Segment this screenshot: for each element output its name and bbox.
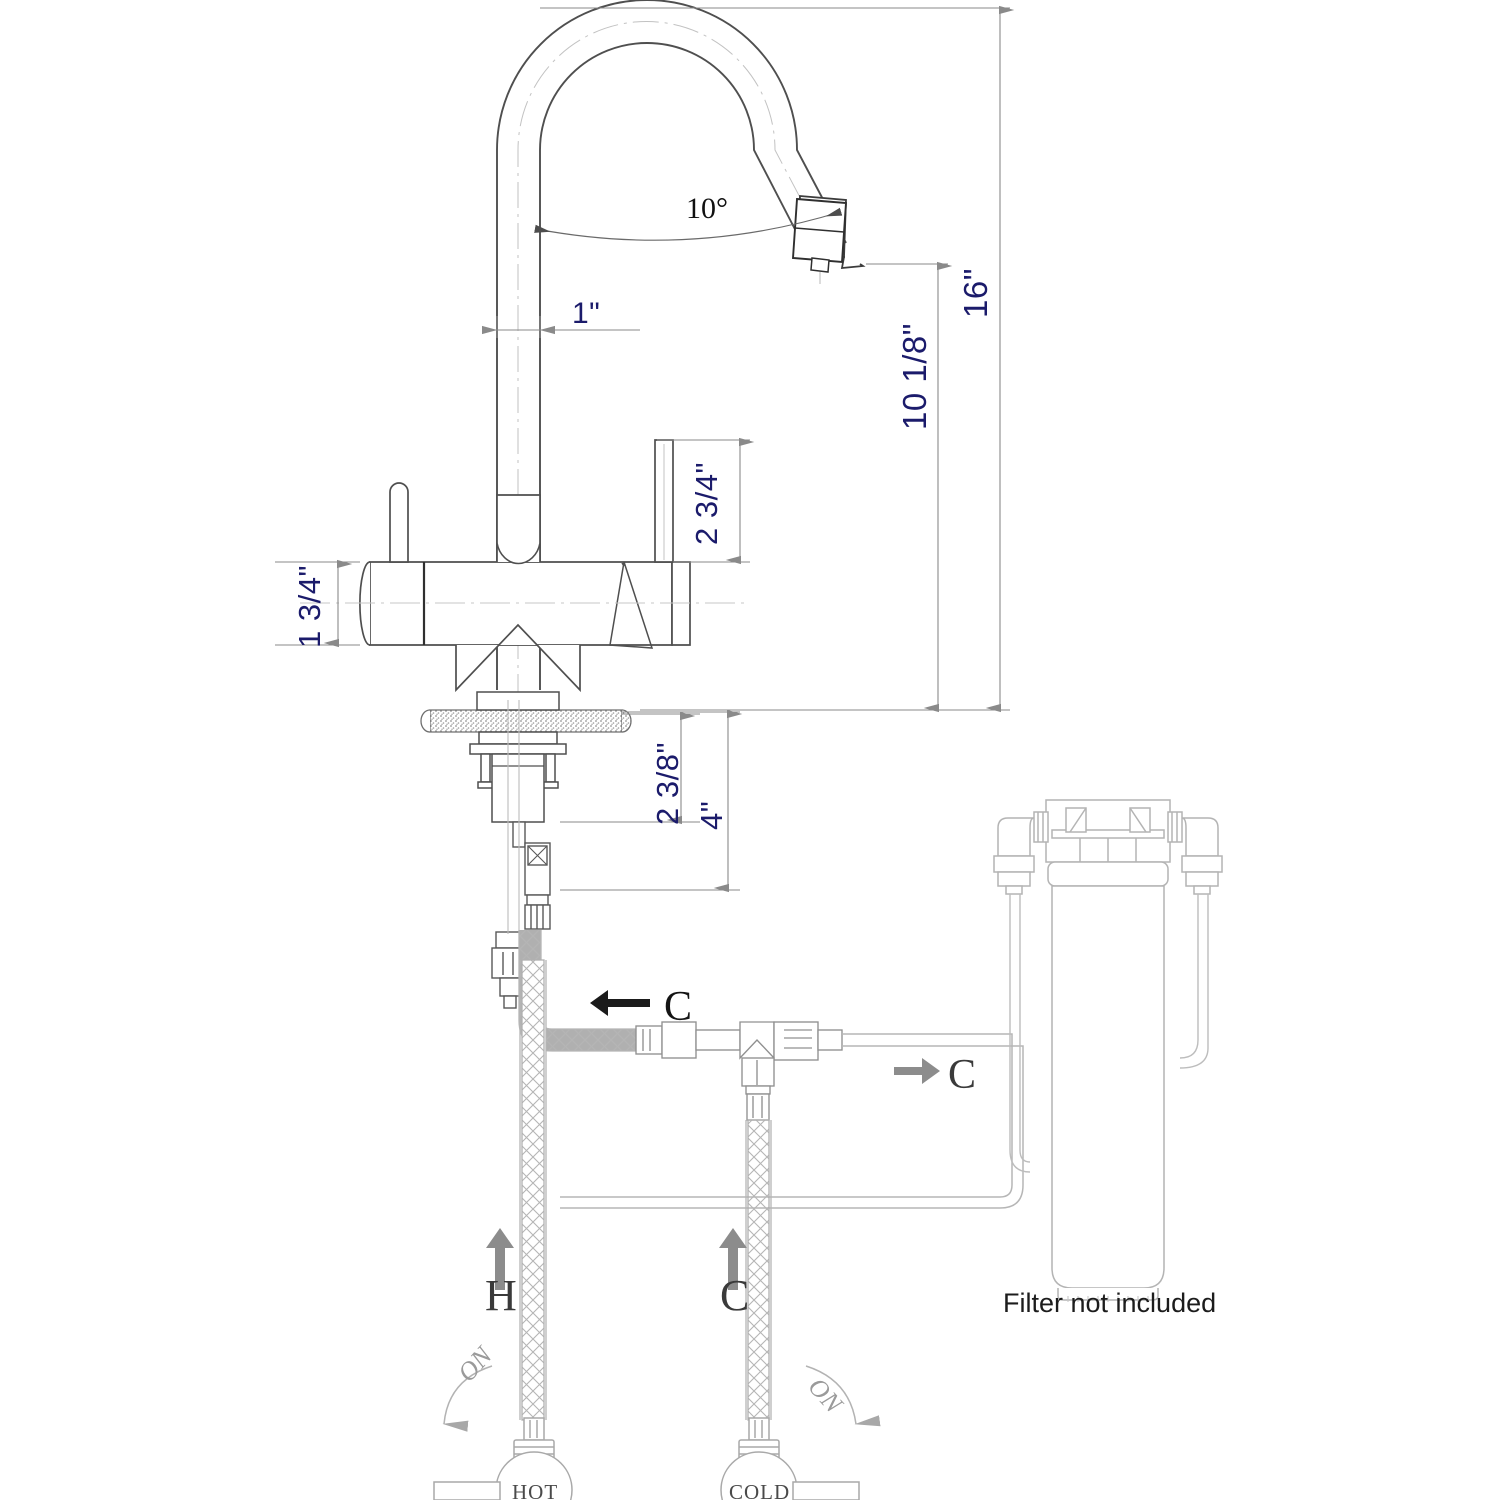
- flow-label-hot-supply: H: [485, 1271, 517, 1320]
- dim-label-spout-height: 10 1/8": [896, 323, 933, 430]
- right-lever-handle: [654, 439, 674, 563]
- dim-arc-10-degree: [534, 207, 843, 241]
- hot-angle-stop: [433, 1417, 573, 1500]
- dim-label-body-height: 1 3/4": [292, 565, 327, 648]
- hot-braided-hose: [519, 959, 547, 1421]
- dimension-lines: [275, 5, 1015, 893]
- flow-arrow-hot-up: [486, 1228, 514, 1290]
- dim-label-handle-height: 2 3/4": [689, 462, 724, 545]
- flow-label-cold-supply: C: [720, 1271, 750, 1320]
- flow-label-cold-to-filter: C: [948, 1052, 977, 1098]
- valve-label-cold: COLD: [729, 1480, 791, 1504]
- flow-label-cold-to-faucet: C: [664, 984, 693, 1030]
- dim-label-shank-length: 2 3/8": [650, 742, 685, 825]
- dim-label-overall-height: 16": [957, 268, 994, 318]
- countertop-section: [420, 709, 632, 733]
- left-lever-handle: [389, 482, 409, 563]
- undersink-filter-housing: [993, 799, 1223, 1302]
- dim-label-spout-swivel-angle: 10°: [686, 192, 728, 225]
- flow-arrow-cold-to-faucet: [590, 990, 650, 1016]
- faucet-body: [359, 494, 691, 693]
- spout-centerline: [517, 21, 824, 700]
- dim-label-mount-depth: 4": [694, 800, 729, 830]
- cold-angle-stop: [720, 1417, 860, 1500]
- flow-arrow-cold-up: [719, 1228, 747, 1290]
- filter-supply-line: [560, 1033, 1024, 1209]
- filter-note-text: Filter not included: [1003, 1288, 1217, 1318]
- valve-label-hot: HOT: [512, 1480, 559, 1504]
- tee-diverter-fitting: [635, 1021, 843, 1121]
- dim-label-spout-tube-diameter: 1": [572, 297, 601, 330]
- supply-stem-assembly: [491, 700, 551, 1009]
- mounting-shank: [469, 691, 567, 823]
- cold-drop-hose: [745, 1119, 772, 1421]
- flow-arrow-cold-to-filter: [894, 1058, 940, 1084]
- gooseneck-spout: [496, 0, 847, 690]
- aerator-body: [791, 197, 848, 273]
- on-rotation-arrow-cold: [805, 1365, 881, 1427]
- on-rotation-arrow-hot: [442, 1365, 493, 1432]
